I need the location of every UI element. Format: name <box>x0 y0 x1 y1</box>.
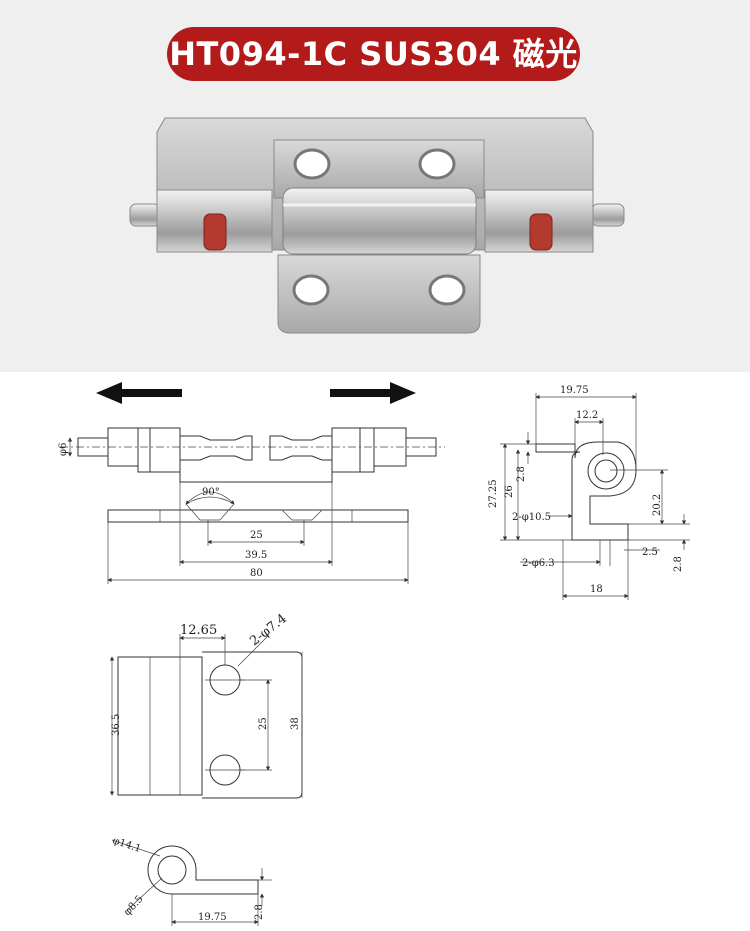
product-photo: HT094-1C SUS304 磁光 <box>0 0 750 372</box>
thickness2-label: 2.8 <box>673 556 684 572</box>
inner-height-label: 26 <box>504 485 515 498</box>
leaf-hole-right <box>428 274 466 306</box>
inner-dia-label: φ8.5 <box>122 894 146 918</box>
height-label: 36.5 <box>111 714 122 736</box>
thickness-label: 2.5 <box>642 547 658 558</box>
right-gasket <box>529 213 553 251</box>
bottom-leaf <box>277 254 481 334</box>
plan-view-drawing: 12.65 2-φ7.4 25 38 36.5 <box>109 611 303 799</box>
center-hole-left <box>293 148 331 180</box>
side-view-drawing: 19.75 12.2 27.25 26 2.8 20.2 2.8 2.5 2-φ <box>488 385 690 600</box>
outer-height-label: 27.25 <box>488 479 499 508</box>
overall-length-label: 80 <box>250 568 263 579</box>
leaf-hole-left <box>292 274 330 306</box>
angle-label: 90° <box>202 487 220 498</box>
hole-dia-label: 2-φ6.3 <box>522 558 555 569</box>
arrow-right-icon <box>390 382 416 404</box>
arrow-left-icon <box>96 382 122 404</box>
gap-label: 2.8 <box>516 466 527 482</box>
center-hole-right <box>418 148 456 180</box>
pin-diameter-label: φ6 <box>58 443 69 456</box>
left-gasket <box>203 213 227 251</box>
front-view-drawing: 90° 25 39.5 80 φ6 <box>58 382 445 584</box>
leg-height-label: 20.2 <box>652 494 663 516</box>
end-thickness-label: 2.8 <box>254 904 265 920</box>
holes-label: 2-φ7.4 <box>247 611 290 649</box>
overall-height-label: 38 <box>290 717 301 730</box>
bend-radius-label: 2-φ10.5 <box>512 512 551 523</box>
offset-label: 12.65 <box>180 623 217 638</box>
product-title-badge: HT094-1C SUS304 磁光 <box>167 27 580 81</box>
pitch-label: 25 <box>258 717 269 730</box>
foot-length-label: 18 <box>590 584 603 595</box>
end-length-label: 19.75 <box>198 912 227 923</box>
span-label: 39.5 <box>245 550 267 561</box>
hole-spacing-label: 25 <box>250 530 263 541</box>
inner-width-label: 12.2 <box>576 410 598 421</box>
hinge-photo-illustration <box>129 117 625 334</box>
top-width-label: 19.75 <box>560 385 589 396</box>
outer-dia-label: φ14.1 <box>111 835 142 855</box>
end-view-drawing: 19.75 2.8 φ14.1 φ8.5 <box>111 835 272 926</box>
